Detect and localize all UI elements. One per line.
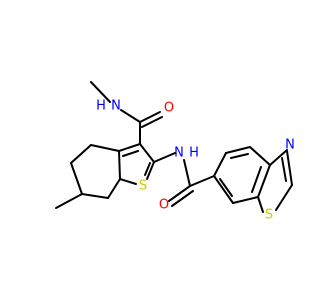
bond-thiazole-c-s [275,184,293,211]
bond-cyclohexene-4 [81,193,109,199]
bond-lines [55,81,293,213]
bond-thiazole-n-c-double-inner [281,157,287,182]
bond-thiophene-amide-n [153,152,176,163]
bond-n-carbonyl-top [120,109,141,123]
bond-benzene-6 [213,175,234,204]
bond-thiophene-c3a-c7a [118,150,121,180]
bond-amide-n-carbonyl [183,159,191,187]
sulfur-atom-thiazole: S [265,208,273,223]
bond-benzene-5 [232,196,259,204]
bond-thiophene-c2-n-double [144,162,151,176]
bond-n-methyl-top [90,81,111,103]
bond-cyclohexene-1 [90,144,120,152]
bond-benzene-3 [249,146,271,166]
bond-thiophene-s-c2 [146,161,155,180]
nitrogen-atom-top: N [111,99,121,114]
bond-benzene-4 [257,164,271,198]
bond-cyclohexene-3 [70,162,83,195]
bond-benzene-inner-2 [251,166,262,193]
bond-thiophene-c3a-c3-double [122,150,139,157]
oxygen-atom-bottom: O [159,198,169,213]
bond-thiophene-c7a-s [119,178,137,185]
atom-labels: O N H N H S O N S [96,99,295,223]
oxygen-atom-top: O [164,101,174,116]
bond-benzene-2 [225,146,251,154]
bond-thiazole-s-c [257,196,264,213]
bond-benzene-1 [213,152,227,177]
bond-carbonyl-oxygen-top-1 [139,111,161,123]
bond-benzene-inner-3 [219,178,233,197]
bond-carbonyl-oxygen-bottom-2 [171,190,194,207]
bond-ring-methyl [55,193,83,209]
bond-thiazole-n-c-double [286,150,293,186]
nitrogen-atom-thiazole: N [285,138,295,153]
bond-benzene-inner-1 [230,153,249,159]
hydrogen-atom-middle: H [189,146,199,161]
bond-carbonyl-oxygen-bottom-1 [168,185,191,202]
nitrogen-atom-middle: N [174,146,184,161]
bond-thiophene-c3-c2 [139,143,155,163]
bond-cyclohexene-5 [107,178,121,199]
sulfur-atom-thiophene: S [139,179,147,194]
bond-thiazole-c-n [269,149,288,166]
bond-thiophene-c3a-c3 [118,143,141,152]
bond-cyclohexene-2 [70,144,92,164]
chemical-structure-diagram: O N H N H S O N S [55,81,295,223]
bond-carbonyl-oxygen-top-2 [141,116,163,128]
hydrogen-atom-top: H [96,99,106,114]
bond-carbonyl-benzene [189,175,215,187]
